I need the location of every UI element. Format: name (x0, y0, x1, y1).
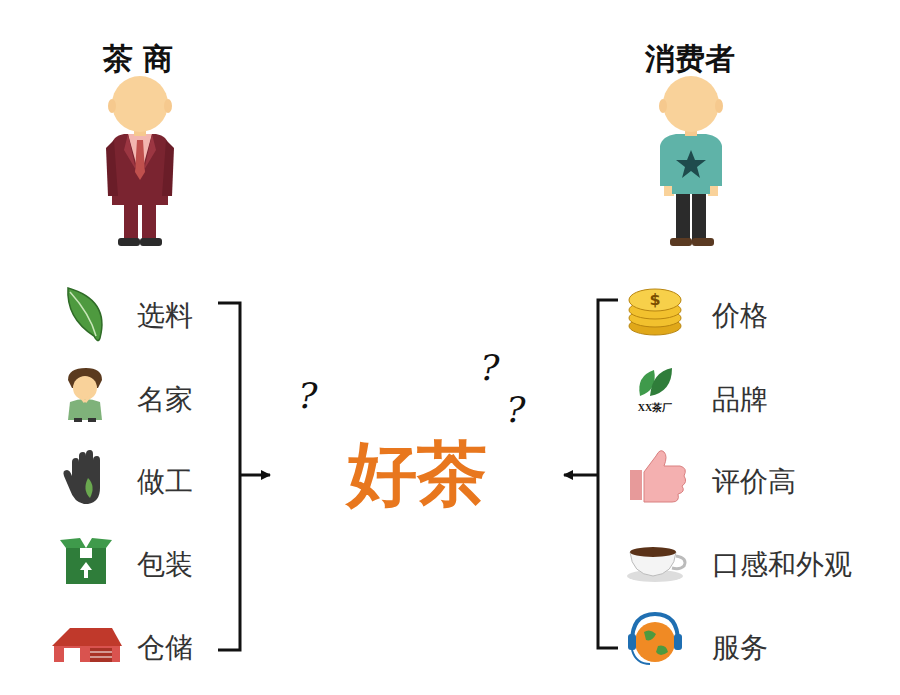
bracket (218, 300, 618, 650)
item-label: 价格 (712, 299, 768, 333)
package-icon (60, 538, 112, 584)
item-label: 口感和外观 (712, 548, 852, 582)
master-icon (68, 368, 102, 422)
arrow-connector (564, 474, 599, 477)
service-globe-icon (628, 614, 682, 664)
coffee-cup-icon (627, 547, 685, 582)
question-mark: ? (298, 376, 317, 416)
thumbs-up-icon (630, 451, 686, 502)
dollar-sign: $ (649, 291, 660, 309)
item-label: 包装 (137, 548, 193, 582)
item-group: 价格品牌评价高口感和外观服务 (599, 290, 889, 670)
center-title: 好茶 (270, 428, 564, 516)
center-node: 好茶 (270, 428, 564, 522)
item-group: 选料名家做工包装仓储 (130, 290, 239, 670)
brand-logo-text: XX茶厂 (638, 402, 672, 413)
item-label: 品牌 (712, 383, 768, 417)
role-heading: 消费者 (645, 42, 735, 75)
role-heading: 茶 商 (103, 42, 173, 75)
item-label: 仓储 (137, 631, 193, 665)
item-label: 服务 (712, 631, 768, 665)
item-label: 名家 (137, 383, 193, 417)
item-label: 选料 (137, 299, 193, 333)
warehouse-icon (52, 628, 122, 662)
coins-icon (629, 289, 681, 335)
hand-icon (63, 450, 100, 504)
leaf-icon (68, 288, 102, 341)
question-mark: ? (506, 390, 525, 430)
question-mark: ? (480, 348, 499, 388)
consumer-figure (659, 76, 723, 246)
item-label: 做工 (137, 465, 193, 499)
merchant-figure (106, 76, 174, 246)
arrow-connector (239, 474, 270, 477)
brand-logo-icon (639, 368, 672, 396)
item-label: 评价高 (712, 465, 796, 499)
